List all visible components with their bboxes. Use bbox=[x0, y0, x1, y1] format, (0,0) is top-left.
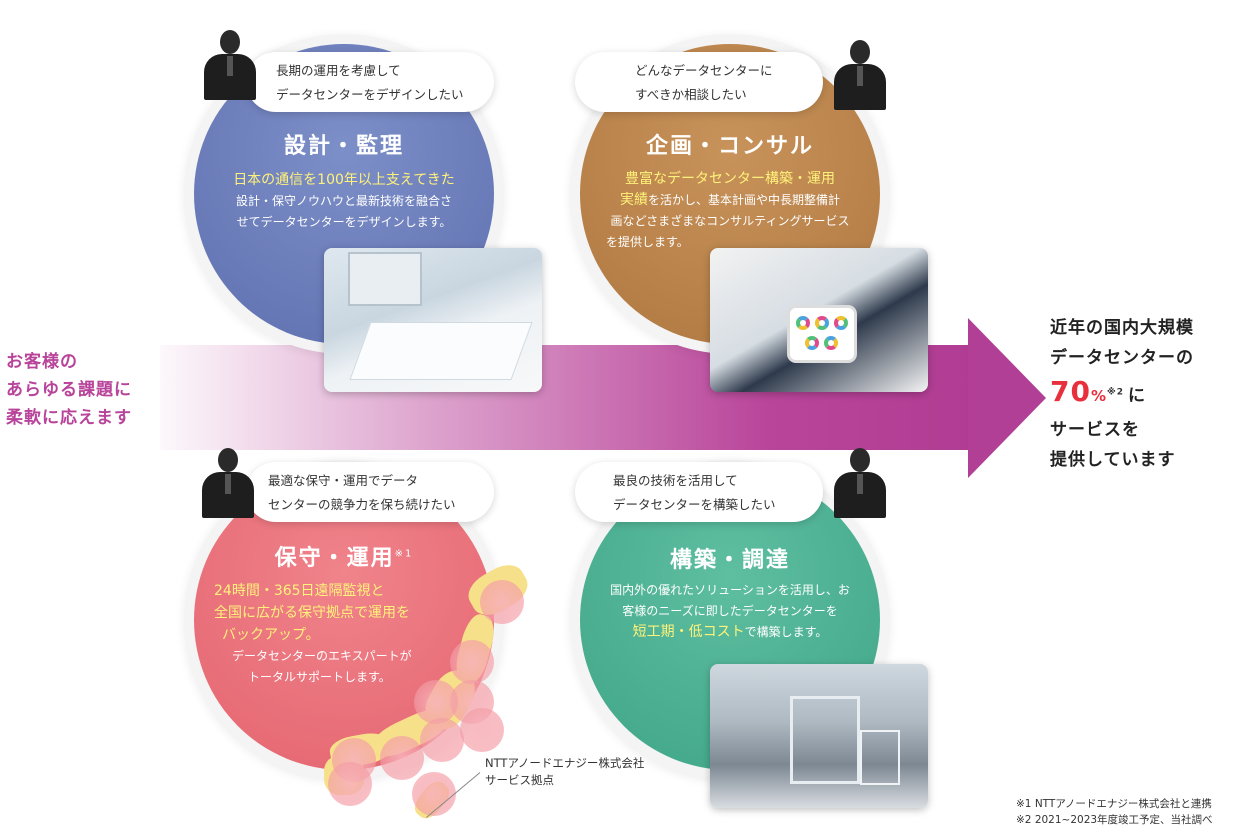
maintenance-highlight-line2: 全国に広がる保守拠点で運用を bbox=[214, 605, 410, 621]
consult-highlight-line2: 実績 bbox=[619, 192, 648, 208]
design-bubble-line2: データセンターをデザインしたい bbox=[276, 87, 464, 102]
laptop-illustration bbox=[348, 252, 422, 306]
maintenance-bubble-line2: センターの競争力を保ち続けたい bbox=[268, 497, 456, 512]
right-line4: サービスを bbox=[1050, 420, 1140, 440]
build-bubble-line1: 最良の技術を活用して bbox=[613, 473, 738, 488]
design-title: 設計・監理 bbox=[283, 134, 404, 159]
build-speech-bubble: 最良の技術を活用して データセンターを構築したい bbox=[575, 462, 823, 522]
right-line5: 提供しています bbox=[1050, 450, 1176, 470]
consult-bubble-line2: すべきか相談したい bbox=[635, 87, 747, 102]
design-highlight: 日本の通信を100年以上支えてきた bbox=[233, 172, 455, 188]
consult-body-line3: を提供します。 bbox=[606, 235, 689, 249]
consult-bubble-line1: どんなデータセンターに bbox=[635, 63, 773, 78]
build-highlight: 短工期・低コスト bbox=[632, 624, 745, 640]
tablet-illustration bbox=[790, 308, 854, 360]
right-line2: データセンターの bbox=[1050, 348, 1194, 368]
build-title: 構築・調達 bbox=[669, 548, 790, 573]
consult-title: 企画・コンサル bbox=[645, 134, 814, 159]
map-label-line2: サービス拠点 bbox=[485, 773, 554, 787]
maintenance-body-line1: データセンターのエキスパートが bbox=[232, 649, 412, 663]
design-body: 日本の通信を100年以上支えてきた 設計・保守ノウハウと最新技術を融合さ せてデ… bbox=[218, 170, 470, 233]
maintenance-title-note: ※1 bbox=[394, 548, 414, 560]
businessman-icon bbox=[830, 40, 890, 110]
maintenance-body-line2: トータルサポートします。 bbox=[248, 670, 391, 684]
maintenance-bubble-line1: 最適な保守・運用でデータ bbox=[268, 473, 419, 488]
maintenance-highlight-line3: バックアップ。 bbox=[222, 627, 320, 643]
datacenter-rack-illustration bbox=[790, 696, 860, 784]
share-percent: % bbox=[1090, 387, 1107, 405]
maintenance-speech-bubble: 最適な保守・運用でデータ センターの競争力を保ち続けたい bbox=[246, 462, 494, 522]
design-body-line2: せてデータセンターをデザインします。 bbox=[236, 215, 452, 229]
build-body-line3: で構築します。 bbox=[744, 625, 828, 639]
datacenter-rack-illustration bbox=[860, 730, 900, 785]
build-body-line1: 国内外の優れたソリューションを活用し、お bbox=[610, 583, 850, 597]
consult-body-line2: 画などさまざまなコンサルティングサービス bbox=[610, 214, 850, 228]
businessman-phone-icon bbox=[198, 448, 258, 518]
left-message: お客様の あらゆる課題に 柔軟に応えます bbox=[6, 352, 132, 428]
maintenance-highlight-line1: 24時間・365日遠隔監視と bbox=[214, 583, 385, 599]
footnote-2: ※2 2021~2023年度竣工予定、当社調べ bbox=[1016, 814, 1213, 826]
maintenance-body: 24時間・365日遠隔監視と 全国に広がる保守拠点で運用を バックアップ。 デー… bbox=[214, 580, 466, 688]
share-note-mark: ※2 bbox=[1107, 387, 1125, 398]
consult-body: 豊富なデータセンター構築・運用 実績を活かし、基本計画や中長期整備計 画などさま… bbox=[604, 168, 856, 253]
maintenance-title: 保守・運用※1 bbox=[194, 540, 494, 572]
consult-highlight-line1: 豊富なデータセンター構築・運用 bbox=[625, 171, 835, 187]
design-body-line1: 設計・保守ノウハウと最新技術を融合さ bbox=[235, 194, 452, 208]
share-suffix: に bbox=[1128, 386, 1147, 406]
businessman-icon bbox=[200, 30, 260, 100]
consult-body-line1: を活かし、基本計画や中長期整備計 bbox=[647, 193, 840, 207]
build-bubble-line2: データセンターを構築したい bbox=[613, 497, 776, 512]
businessman-icon bbox=[830, 448, 890, 518]
map-label-line1: NTTアノードエナジー株式会社 bbox=[485, 756, 645, 770]
flow-arrow-head bbox=[968, 318, 1046, 478]
right-line1: 近年の国内大規模 bbox=[1050, 318, 1194, 338]
maintenance-title-text: 保守・運用 bbox=[274, 546, 395, 571]
footnotes: ※1 NTTアノードエナジー株式会社と連携 ※2 2021~2023年度竣工予定… bbox=[1016, 796, 1213, 828]
build-body: 国内外の優れたソリューションを活用し、お 客様のニーズに即したデータセンターを … bbox=[604, 580, 856, 643]
footnote-1: ※1 NTTアノードエナジー株式会社と連携 bbox=[1016, 798, 1212, 810]
design-speech-bubble: 長期の運用を考慮して データセンターをデザインしたい bbox=[246, 52, 494, 112]
consult-speech-bubble: どんなデータセンターに すべきか相談したい bbox=[575, 52, 823, 112]
blueprint-illustration bbox=[349, 322, 533, 380]
japan-map bbox=[310, 540, 580, 830]
design-bubble-line1: 長期の運用を考慮して bbox=[276, 63, 401, 78]
map-label: NTTアノードエナジー株式会社 サービス拠点 bbox=[485, 755, 644, 789]
build-body-line2: 客様のニーズに即したデータセンターを bbox=[622, 604, 838, 618]
share-figure: 70 bbox=[1050, 375, 1091, 408]
